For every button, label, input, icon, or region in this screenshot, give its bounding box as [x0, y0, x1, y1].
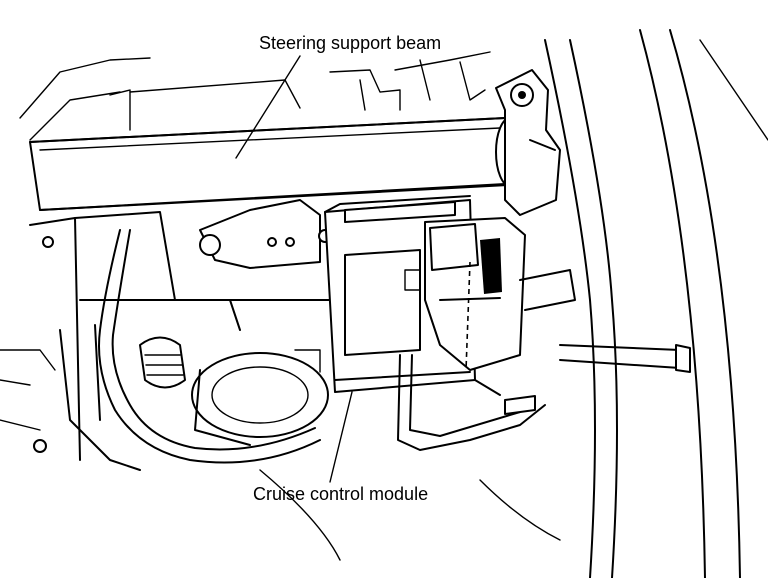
- lower-support-strap: [397, 354, 546, 451]
- steering-support-beam-shape: [29, 117, 525, 211]
- right-side-structure: [259, 29, 768, 578]
- right-mount-bracket: [495, 69, 561, 216]
- module-mounting-bracket: [424, 217, 526, 371]
- left-mount-bracket: [199, 199, 332, 269]
- leader-lines: [235, 55, 353, 483]
- label-cruise-control-module: Cruise control module: [253, 484, 429, 504]
- air-duct: [191, 349, 329, 446]
- wire-harness: [98, 229, 321, 464]
- leader-steering-beam: [235, 55, 301, 159]
- upper-panel-lines: [19, 51, 491, 141]
- lower-dash-structure: [0, 211, 331, 471]
- leader-cruise-module: [329, 391, 353, 483]
- label-steering-support-beam: Steering support beam: [259, 33, 442, 53]
